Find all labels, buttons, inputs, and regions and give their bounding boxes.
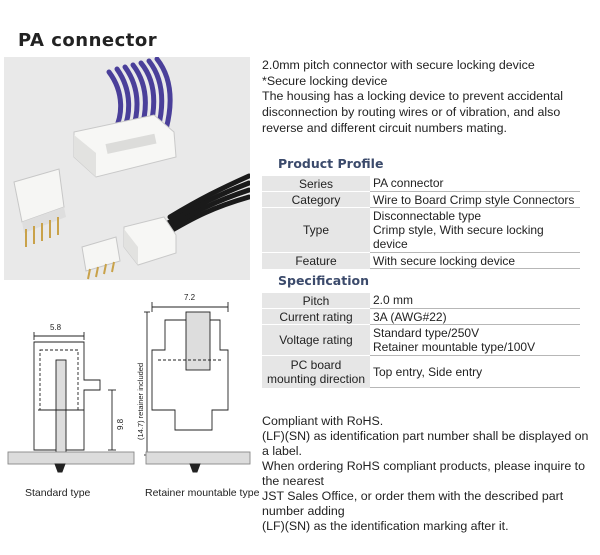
profile-key: Series xyxy=(262,175,370,192)
product-profile-table: Series PA connector Category Wire to Boa… xyxy=(262,175,580,269)
profile-value: With secure locking device xyxy=(370,252,580,269)
description: 2.0mm pitch connector with secure lockin… xyxy=(262,58,598,137)
table-row: Type Disconnectable type Crimp style, Wi… xyxy=(262,207,580,253)
profile-value: Wire to Board Crimp style Connectors xyxy=(370,191,580,208)
standard-height-label: 9.8 xyxy=(116,418,125,430)
profile-key: Type xyxy=(262,207,370,253)
rohs-notes: Compliant with RoHS. (LF)(SN) as identif… xyxy=(262,414,598,534)
specification-heading: Specification xyxy=(278,273,369,288)
profile-value: Disconnectable type Crimp style, With se… xyxy=(370,207,580,253)
crimp-housing-top xyxy=(73,114,177,178)
crimp-housing-right xyxy=(123,216,177,266)
spec-key: PC board mounting direction xyxy=(262,355,370,388)
table-row: Category Wire to Board Crimp style Conne… xyxy=(262,191,580,208)
spec-value: 3A (AWG#22) xyxy=(370,308,580,325)
spec-key: Voltage rating xyxy=(262,324,370,356)
retainer-height-label: (14.7) retainer included xyxy=(136,363,145,440)
retainer-type-drawing xyxy=(144,302,251,473)
spec-value: Top entry, Side entry xyxy=(370,355,580,388)
technical-drawing: 5.8 9.8 7.2 (14.7) retainer included xyxy=(0,290,260,555)
spec-value: Standard type/250V Retainer mountable ty… xyxy=(370,324,580,356)
table-row: Pitch 2.0 mm xyxy=(262,292,580,309)
product-profile-heading: Product Profile xyxy=(278,156,384,171)
retainer-type-caption: Retainer mountable type xyxy=(145,487,260,499)
header-bottom xyxy=(81,236,121,280)
purple-wire-bundle xyxy=(106,56,173,150)
note-line: Compliant with RoHS. xyxy=(262,414,384,428)
standard-type-drawing xyxy=(7,332,135,473)
note-line: JST Sales Office, or order them with the… xyxy=(262,489,564,518)
table-row: PC board mounting direction Top entry, S… xyxy=(262,355,580,388)
retainer-width-label: 7.2 xyxy=(184,293,196,302)
black-wire-bundle xyxy=(161,173,252,238)
profile-key: Category xyxy=(262,191,370,208)
spec-key: Pitch xyxy=(262,292,370,309)
description-line: The housing has a locking device to prev… xyxy=(262,89,564,135)
table-row: Current rating 3A (AWG#22) xyxy=(262,308,580,325)
header-left xyxy=(13,168,66,247)
table-row: Voltage rating Standard type/250V Retain… xyxy=(262,324,580,356)
table-row: Feature With secure locking device xyxy=(262,252,580,269)
standard-type-caption: Standard type xyxy=(25,487,91,499)
description-line: 2.0mm pitch connector with secure lockin… xyxy=(262,58,535,72)
page-title: PA connector xyxy=(18,30,158,51)
note-line: When ordering RoHS compliant products, p… xyxy=(262,459,586,488)
description-line: *Secure locking device xyxy=(262,73,388,88)
note-line: (LF)(SN) as identification part number s… xyxy=(262,429,589,458)
standard-width-label: 5.8 xyxy=(50,323,62,332)
spec-value: 2.0 mm xyxy=(370,292,580,309)
profile-value: PA connector xyxy=(370,175,580,192)
note-line: (LF)(SN) as the identification marking a… xyxy=(262,519,509,533)
table-row: Series PA connector xyxy=(262,175,580,192)
profile-key: Feature xyxy=(262,252,370,269)
product-photo xyxy=(4,56,252,280)
specification-table: Pitch 2.0 mm Current rating 3A (AWG#22) … xyxy=(262,292,580,388)
spec-key: Current rating xyxy=(262,308,370,325)
